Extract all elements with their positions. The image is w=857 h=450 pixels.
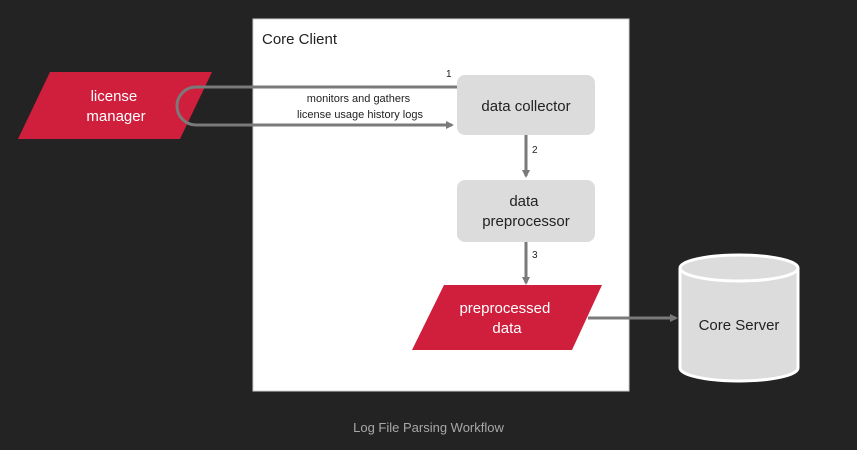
license-manager-shape [18, 72, 212, 139]
step-2-label: 2 [532, 145, 538, 156]
data-collector-box [457, 75, 595, 135]
preprocessed-data-label: preprocessed data [459, 300, 554, 337]
step-3-label: 3 [532, 250, 538, 261]
step-4-label: 4 [600, 298, 606, 309]
step-1-label: 1 [446, 69, 452, 80]
data-collector-label: data collector [481, 98, 570, 115]
core-server-label: Core Server [699, 317, 780, 334]
core-server-cylinder [678, 253, 800, 383]
monitor-label: monitors and gathers license usage histo… [297, 93, 423, 121]
data-preprocessor-box [457, 180, 595, 242]
core-client-title: Core Client [262, 31, 338, 48]
diagram-caption: Log File Parsing Workflow [353, 420, 504, 435]
license-manager-label: license manager [86, 88, 145, 125]
data-preprocessor-label: data preprocessor [482, 193, 570, 230]
preprocessed-data-shape [412, 285, 602, 350]
monitor-connector [175, 85, 457, 129]
